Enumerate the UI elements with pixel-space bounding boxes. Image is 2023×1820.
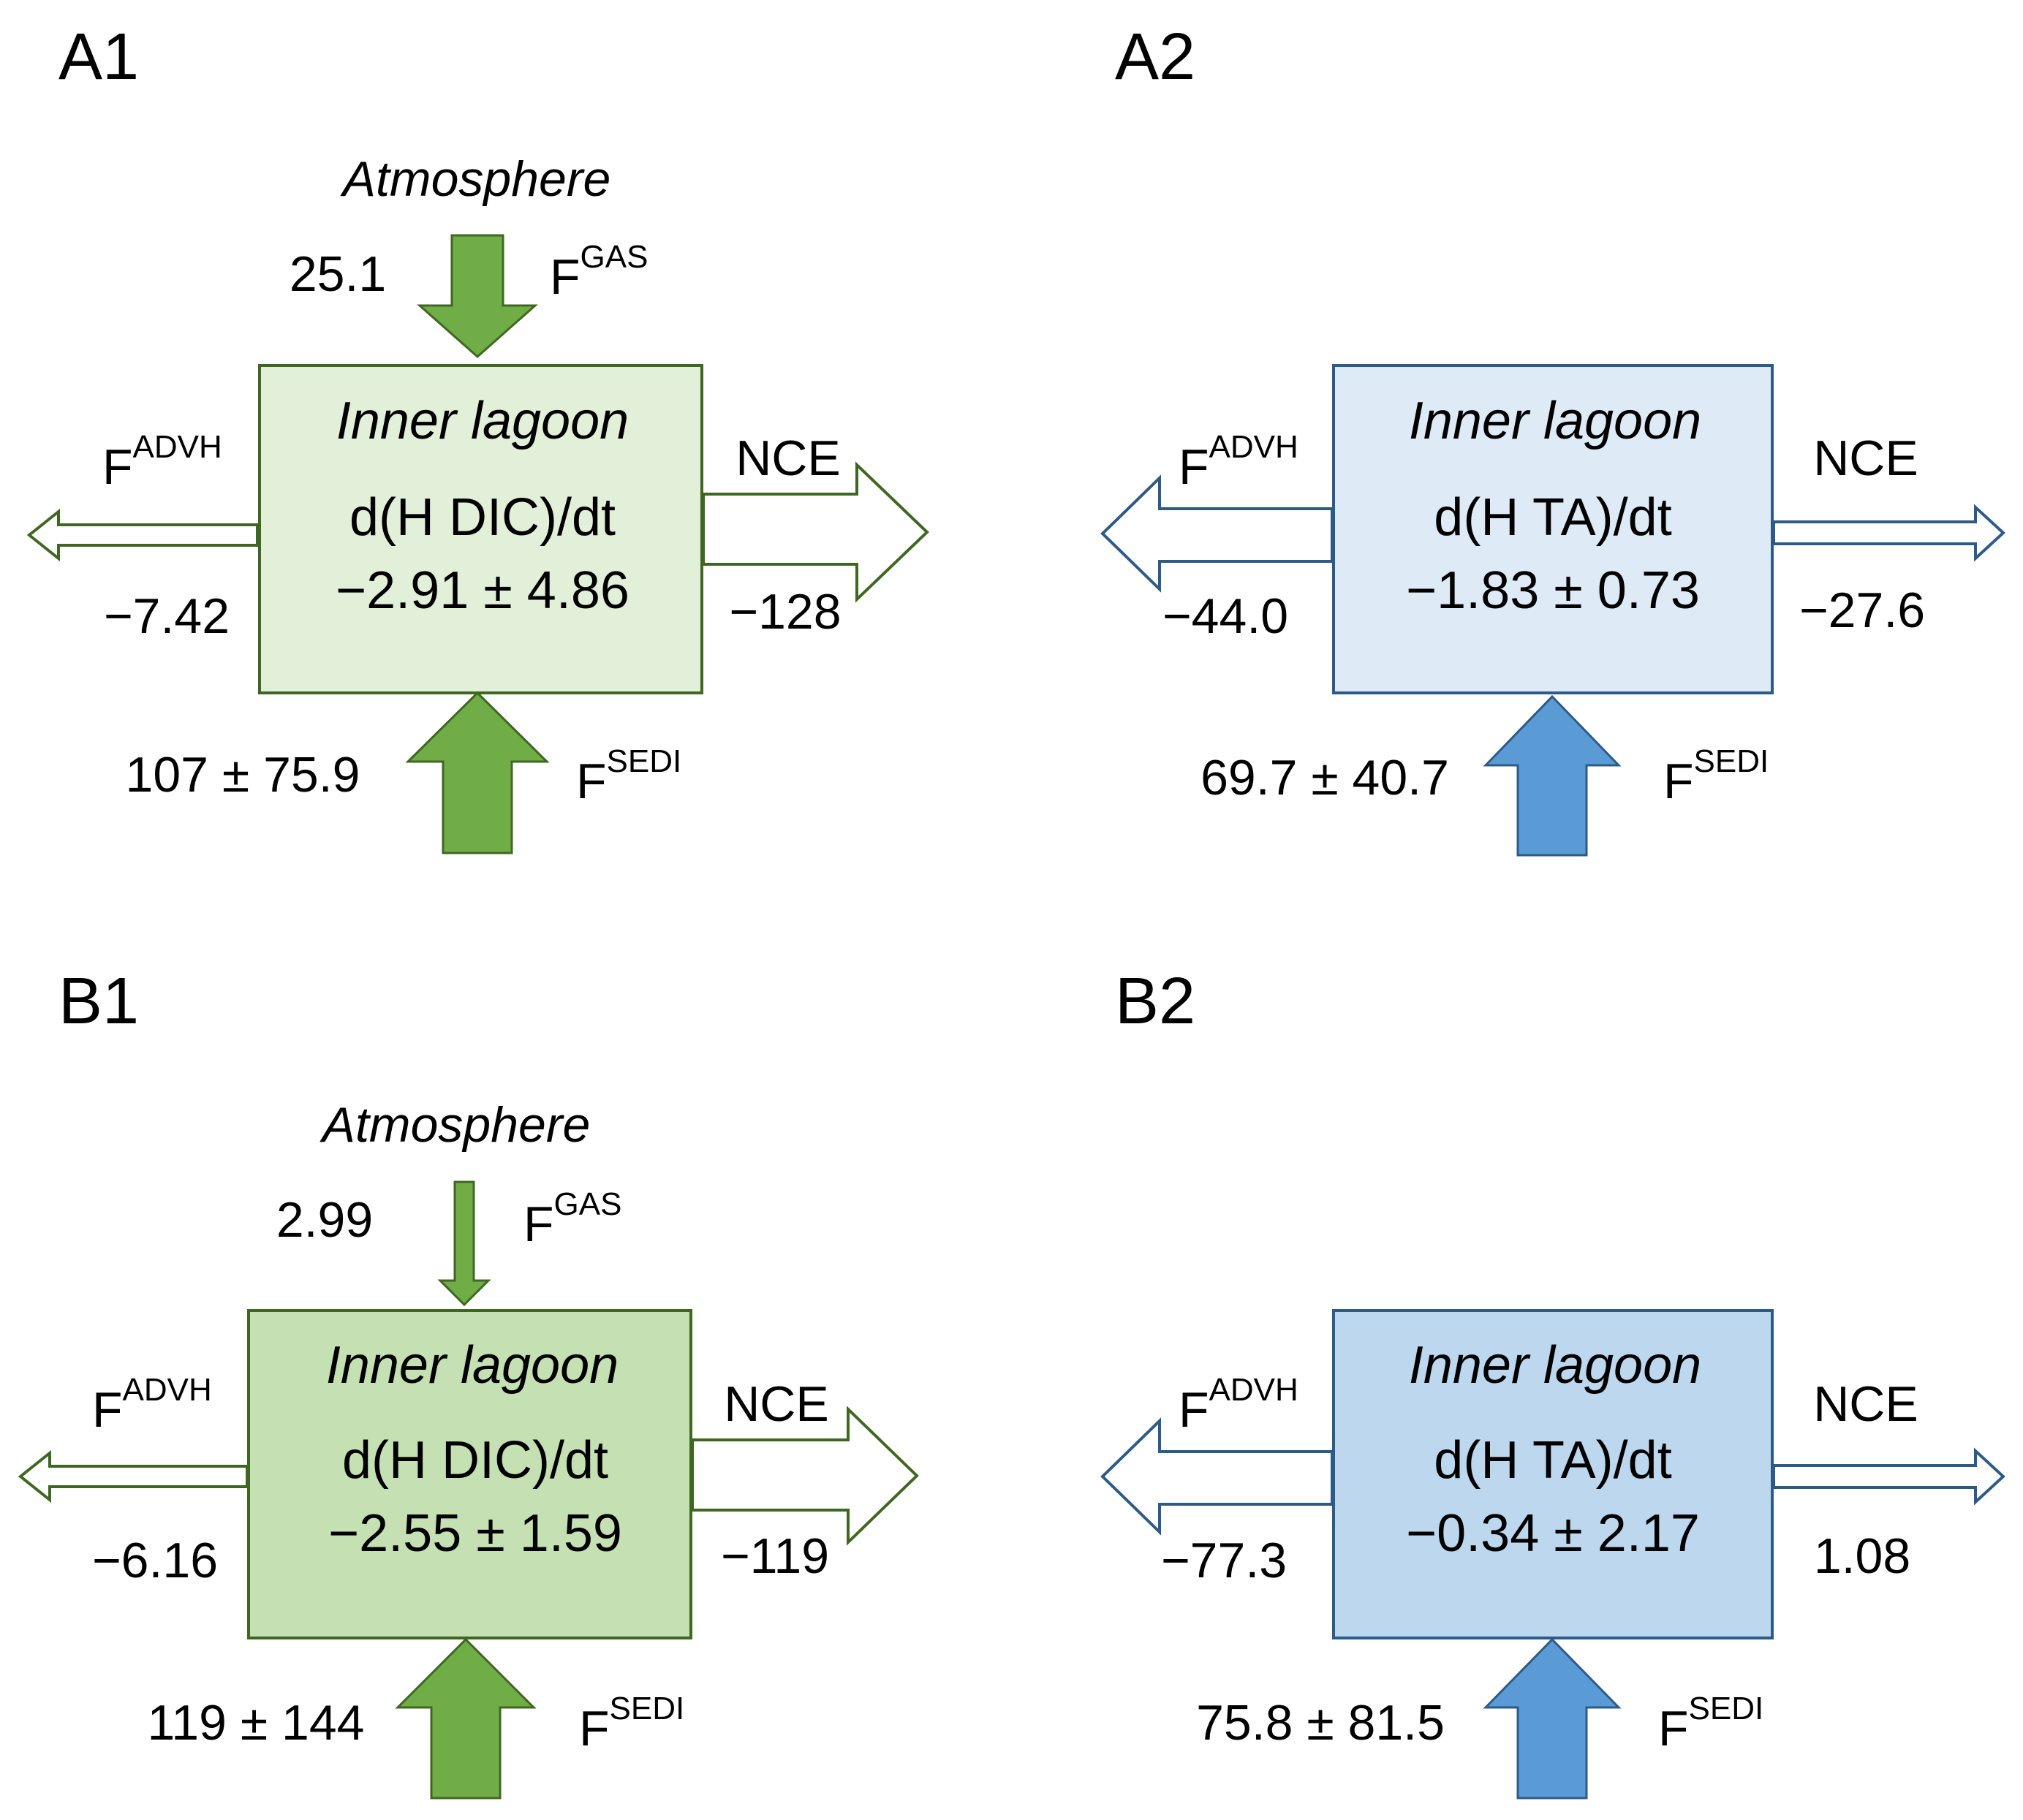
rate-value: −2.55 ± 1.59 xyxy=(328,1504,622,1563)
sedi-arrow xyxy=(1483,1637,1622,1800)
inner-lagoon-title: Inner lagoon xyxy=(1409,392,1701,450)
rate-value: −1.83 ± 0.73 xyxy=(1406,561,1700,620)
sedi-flux-label: FSEDI xyxy=(1658,1691,1763,1756)
nce-arrow xyxy=(691,1406,919,1546)
nce-label: NCE xyxy=(724,1376,829,1432)
advh-flux-label: FADVH xyxy=(1179,1372,1298,1438)
rate-equation: d(H TA)/dt xyxy=(1434,1431,1671,1490)
advh-flux-label: FADVH xyxy=(1179,429,1298,495)
advh-arrow xyxy=(26,508,259,562)
nce-arrow xyxy=(1772,504,2005,562)
gas-flux-label: FGAS xyxy=(550,239,648,305)
sedi-value: 119 ± 144 xyxy=(148,1695,365,1751)
nce-arrow xyxy=(1772,1447,2005,1506)
sedi-arrow xyxy=(405,691,550,854)
panel-b2: B2 Inner lagoon d(H TA)/dt −0.34 ± 2.17 … xyxy=(1100,965,2005,1800)
advh-value: −6.16 xyxy=(92,1533,218,1588)
panel-b1: B1 Atmosphere 2.99 FGAS Inner lagoon d(H… xyxy=(18,965,919,1800)
advh-value: −77.3 xyxy=(1161,1533,1287,1588)
panel-label: B1 xyxy=(58,965,139,1038)
inner-lagoon-title: Inner lagoon xyxy=(336,392,629,450)
nce-arrow xyxy=(702,461,929,603)
sedi-flux-label: FSEDI xyxy=(1663,743,1769,809)
rate-equation: d(H DIC)/dt xyxy=(349,488,616,547)
atmosphere-label: Atmosphere xyxy=(340,151,611,207)
nce-value: 1.08 xyxy=(1814,1528,1910,1584)
rate-equation: d(H TA)/dt xyxy=(1434,488,1671,547)
inner-lagoon-title: Inner lagoon xyxy=(1409,1336,1701,1395)
advh-flux-label: FADVH xyxy=(92,1372,212,1438)
atmosphere-label: Atmosphere xyxy=(319,1097,591,1153)
sedi-value: 107 ± 75.9 xyxy=(126,747,360,803)
nce-label: NCE xyxy=(1813,1376,1918,1432)
rate-value: −0.34 ± 2.17 xyxy=(1406,1504,1700,1563)
panel-a2: A2 Inner lagoon d(H TA)/dt −1.83 ± 0.73 … xyxy=(1100,20,2005,857)
sedi-flux-label: FSEDI xyxy=(576,743,681,809)
rate-equation: d(H DIC)/dt xyxy=(342,1431,608,1490)
gas-arrow xyxy=(417,234,538,359)
sedi-value: 69.7 ± 40.7 xyxy=(1200,750,1449,805)
nce-label: NCE xyxy=(736,431,841,486)
inner-lagoon-box xyxy=(247,1309,692,1639)
nce-value: −128 xyxy=(729,584,841,640)
nce-value: −119 xyxy=(721,1528,829,1584)
gas-flux-label: FGAS xyxy=(523,1186,621,1252)
gas-value: 25.1 xyxy=(290,246,386,302)
advh-flux-label: FADVH xyxy=(102,429,222,495)
nce-label: NCE xyxy=(1813,431,1918,486)
nce-value: −27.6 xyxy=(1799,583,1925,638)
inner-lagoon-box xyxy=(1332,1309,1774,1639)
gas-value: 2.99 xyxy=(276,1192,373,1248)
gas-arrow xyxy=(437,1180,491,1307)
sedi-flux-label: FSEDI xyxy=(579,1691,684,1756)
advh-value: −7.42 xyxy=(104,588,230,644)
panel-label: A1 xyxy=(58,20,139,94)
inner-lagoon-box xyxy=(258,364,703,694)
advh-arrow xyxy=(1100,1417,1334,1536)
sedi-arrow xyxy=(1483,694,1622,857)
sedi-arrow xyxy=(395,1637,537,1800)
advh-value: −44.0 xyxy=(1162,588,1288,644)
panel-a1: A1 Atmosphere 25.1 FGAS Inner lagoon d(H… xyxy=(26,20,929,854)
advh-arrow xyxy=(18,1449,249,1504)
panel-label: A2 xyxy=(1115,20,1195,94)
inner-lagoon-title: Inner lagoon xyxy=(326,1336,619,1395)
advh-arrow xyxy=(1100,474,1334,593)
rate-value: −2.91 ± 4.86 xyxy=(336,561,629,620)
panel-label: B2 xyxy=(1115,965,1195,1038)
sedi-value: 75.8 ± 81.5 xyxy=(1196,1695,1445,1751)
